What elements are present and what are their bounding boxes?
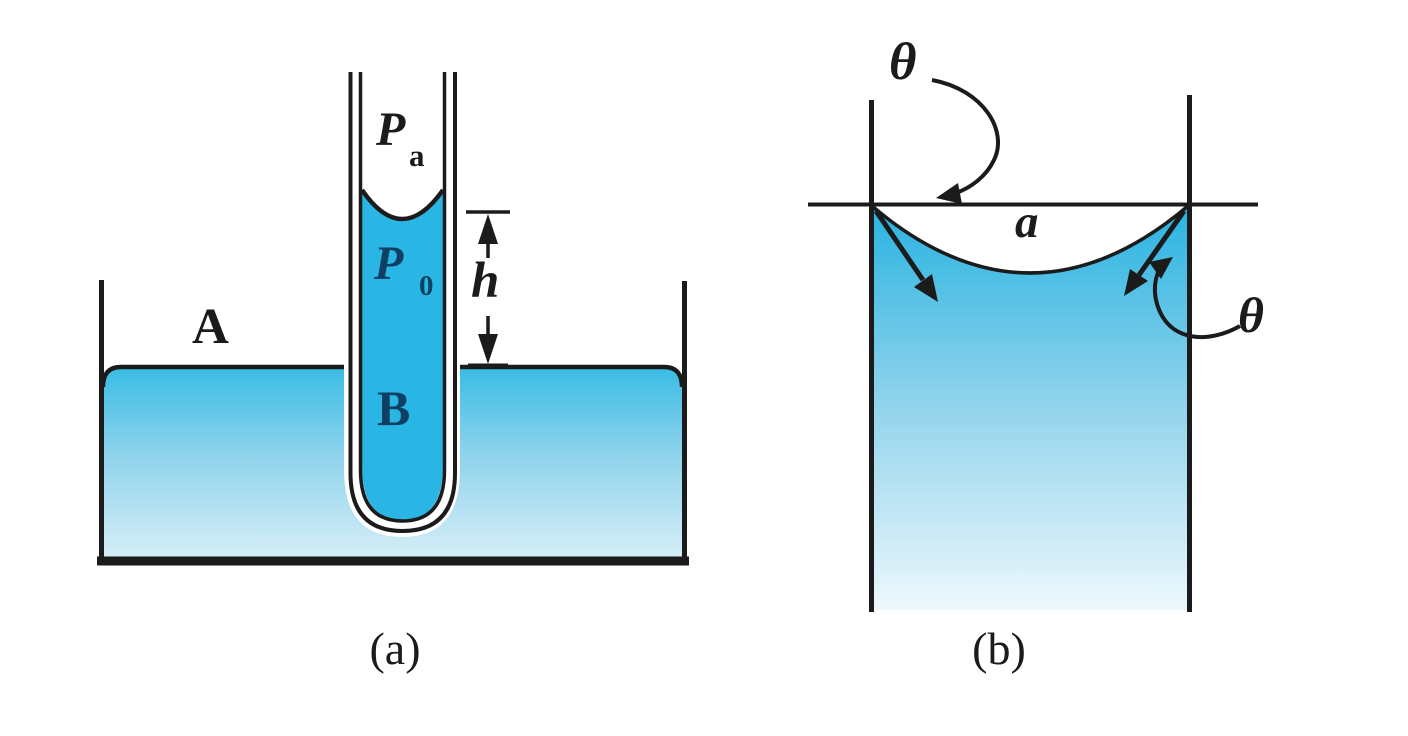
left-tangent-arrow-shaft [873, 209, 926, 282]
point-a-label: A [192, 299, 229, 355]
figb-meniscus-curve [870, 204, 1190, 275]
tube-inner-wall-line [358, 72, 447, 523]
left-tangent-arrowhead [914, 274, 938, 302]
pressure-p0-label: P [374, 237, 404, 290]
pressure-p0-subscript: 0 [419, 270, 434, 302]
tube-meniscus-curve [360, 188, 445, 222]
point-b-label: B [377, 380, 411, 436]
tube-width-a-label: a [1015, 196, 1039, 248]
h-arrowhead-up [478, 214, 498, 244]
tube-outer-wall-line [348, 72, 457, 534]
pressure-atmospheric-label: P [376, 103, 406, 156]
tube-liquid-column [362, 190, 443, 520]
panel-b-caption: (b) [972, 623, 1026, 674]
right-tangent-arrow-shaft [1136, 209, 1187, 277]
pressure-atmospheric-subscript: a [409, 138, 425, 173]
panel-a-caption: (a) [369, 623, 421, 674]
theta-right-angle-arc [1152, 262, 1241, 339]
figb-liquid [872, 206, 1188, 610]
h-arrowhead-down [478, 334, 498, 364]
theta-right-label: θ [1238, 287, 1264, 343]
height-h-label: h [471, 253, 500, 309]
theta-top-label: θ [889, 33, 917, 91]
theta-top-leader-arc [931, 78, 1000, 195]
theta-top-leader-arrowhead [936, 183, 962, 204]
theta-right-angle-arrowhead [1149, 257, 1173, 279]
right-tangent-arrowhead [1124, 269, 1148, 296]
